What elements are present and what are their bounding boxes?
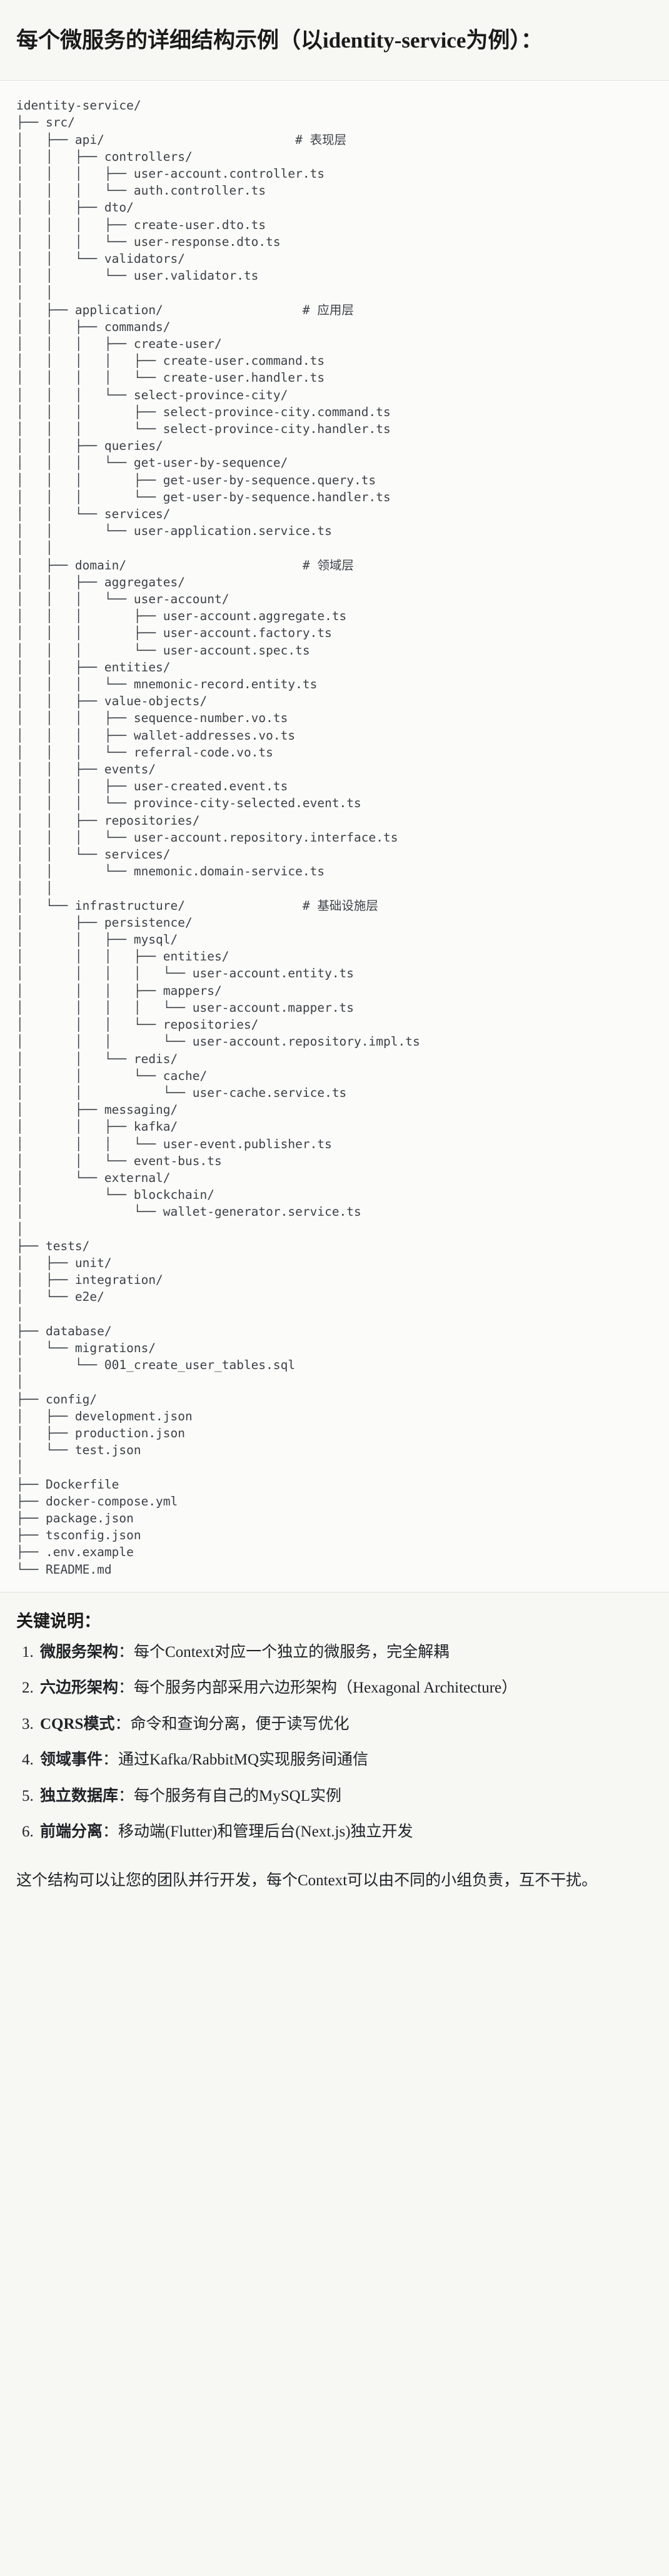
- key-points-heading: 关键说明：: [16, 1611, 101, 1631]
- directory-tree-block: identity-service/ ├── src/ │ ├── api/ # …: [0, 81, 669, 1592]
- key-point-separator: ：: [118, 1643, 134, 1661]
- key-point-separator: ：: [103, 1751, 119, 1769]
- key-point-description: 移动端(Flutter)和管理后台(Next.js)独立开发: [118, 1823, 413, 1841]
- key-point-separator: ：: [114, 1715, 131, 1733]
- key-point-description: 每个Context对应一个独立的微服务，完全解耦: [134, 1643, 450, 1661]
- key-point-term: CQRS模式: [40, 1715, 115, 1733]
- page-title: 每个微服务的详细结构示例（以identity-service为例）：: [16, 28, 543, 53]
- closing-paragraph: 这个结构可以让您的团队并行开发，每个Context可以由不同的小组负责，互不干扰…: [16, 1871, 598, 1889]
- key-points-section: 关键说明： 微服务架构：每个Context对应一个独立的微服务，完全解耦六边形架…: [0, 1592, 669, 1863]
- key-point-description: 每个服务有自己的MySQL实例: [134, 1787, 341, 1805]
- key-point-term: 微服务架构: [40, 1643, 119, 1661]
- key-point-item: 独立数据库：每个服务有自己的MySQL实例: [38, 1784, 653, 1808]
- key-points-list: 微服务架构：每个Context对应一个独立的微服务，完全解耦六边形架构：每个服务…: [16, 1641, 653, 1844]
- key-point-item: 领域事件：通过Kafka/RabbitMQ实现服务间通信: [38, 1748, 653, 1772]
- key-point-description: 每个服务内部采用六边形架构（Hexagonal Architecture）: [134, 1679, 518, 1697]
- key-point-term: 领域事件: [40, 1751, 103, 1769]
- key-point-term: 独立数据库: [40, 1787, 119, 1805]
- document-page: 每个微服务的详细结构示例（以identity-service为例）： ident…: [0, 14, 669, 1909]
- key-point-item: CQRS模式：命令和查询分离，便于读写优化: [38, 1713, 653, 1736]
- key-point-separator: ：: [118, 1787, 134, 1805]
- title-divider: [0, 80, 669, 81]
- key-point-term: 六边形架构: [40, 1679, 119, 1697]
- key-point-item: 微服务架构：每个Context对应一个独立的微服务，完全解耦: [38, 1641, 653, 1664]
- key-point-description: 通过Kafka/RabbitMQ实现服务间通信: [118, 1751, 368, 1769]
- key-point-separator: ：: [103, 1823, 119, 1841]
- directory-tree: identity-service/ ├── src/ │ ├── api/ # …: [16, 98, 420, 1577]
- key-point-description: 命令和查询分离，便于读写优化: [130, 1715, 350, 1733]
- key-point-separator: ：: [118, 1679, 134, 1697]
- key-point-term: 前端分离: [40, 1823, 103, 1841]
- key-point-item: 六边形架构：每个服务内部采用六边形架构（Hexagonal Architectu…: [38, 1676, 653, 1700]
- key-point-item: 前端分离：移动端(Flutter)和管理后台(Next.js)独立开发: [38, 1820, 653, 1844]
